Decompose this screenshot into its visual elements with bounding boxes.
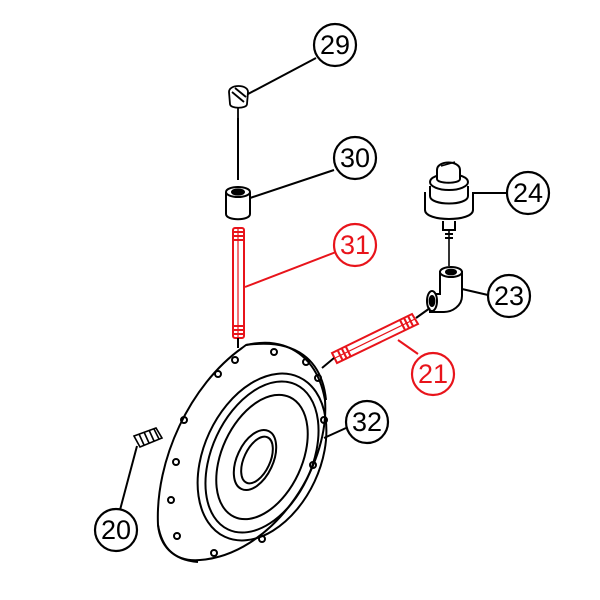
pressure-switch-part xyxy=(424,161,474,266)
callout-30: 30 xyxy=(332,135,378,181)
elbow-fitting-part xyxy=(426,266,463,313)
callout-32-label: 32 xyxy=(352,407,382,437)
angled-rod-end xyxy=(415,307,431,319)
callout-23-label: 23 xyxy=(494,281,524,311)
angled-rod-start xyxy=(321,357,335,369)
vertical-tube-part xyxy=(232,227,245,339)
leader-30 xyxy=(249,169,335,199)
top-plug-part xyxy=(228,85,249,118)
callout-31: 31 xyxy=(332,222,378,268)
set-screw-part xyxy=(132,427,164,449)
leader-29 xyxy=(247,57,317,95)
leader-20 xyxy=(119,445,138,511)
leader-32 xyxy=(323,427,347,439)
callout-20-label: 20 xyxy=(101,515,131,545)
flange-cover-part xyxy=(156,341,328,563)
leader-23 xyxy=(461,288,489,296)
callout-24: 24 xyxy=(505,170,551,216)
callout-32: 32 xyxy=(344,399,390,445)
bushing-part xyxy=(225,186,251,221)
angled-tube-part xyxy=(330,312,420,365)
leader-lines xyxy=(119,57,506,511)
callout-24-label: 24 xyxy=(513,178,543,208)
callout-29-label: 29 xyxy=(320,30,350,60)
leader-21 xyxy=(397,339,419,355)
callout-20: 20 xyxy=(93,507,139,553)
callout-31-label: 31 xyxy=(340,230,370,260)
callout-21: 21 xyxy=(410,351,456,397)
leader-31 xyxy=(244,251,337,288)
callout-21-label: 21 xyxy=(418,359,448,389)
callout-23: 23 xyxy=(486,273,532,319)
callout-29: 29 xyxy=(312,22,358,68)
callout-30-label: 30 xyxy=(340,143,370,173)
